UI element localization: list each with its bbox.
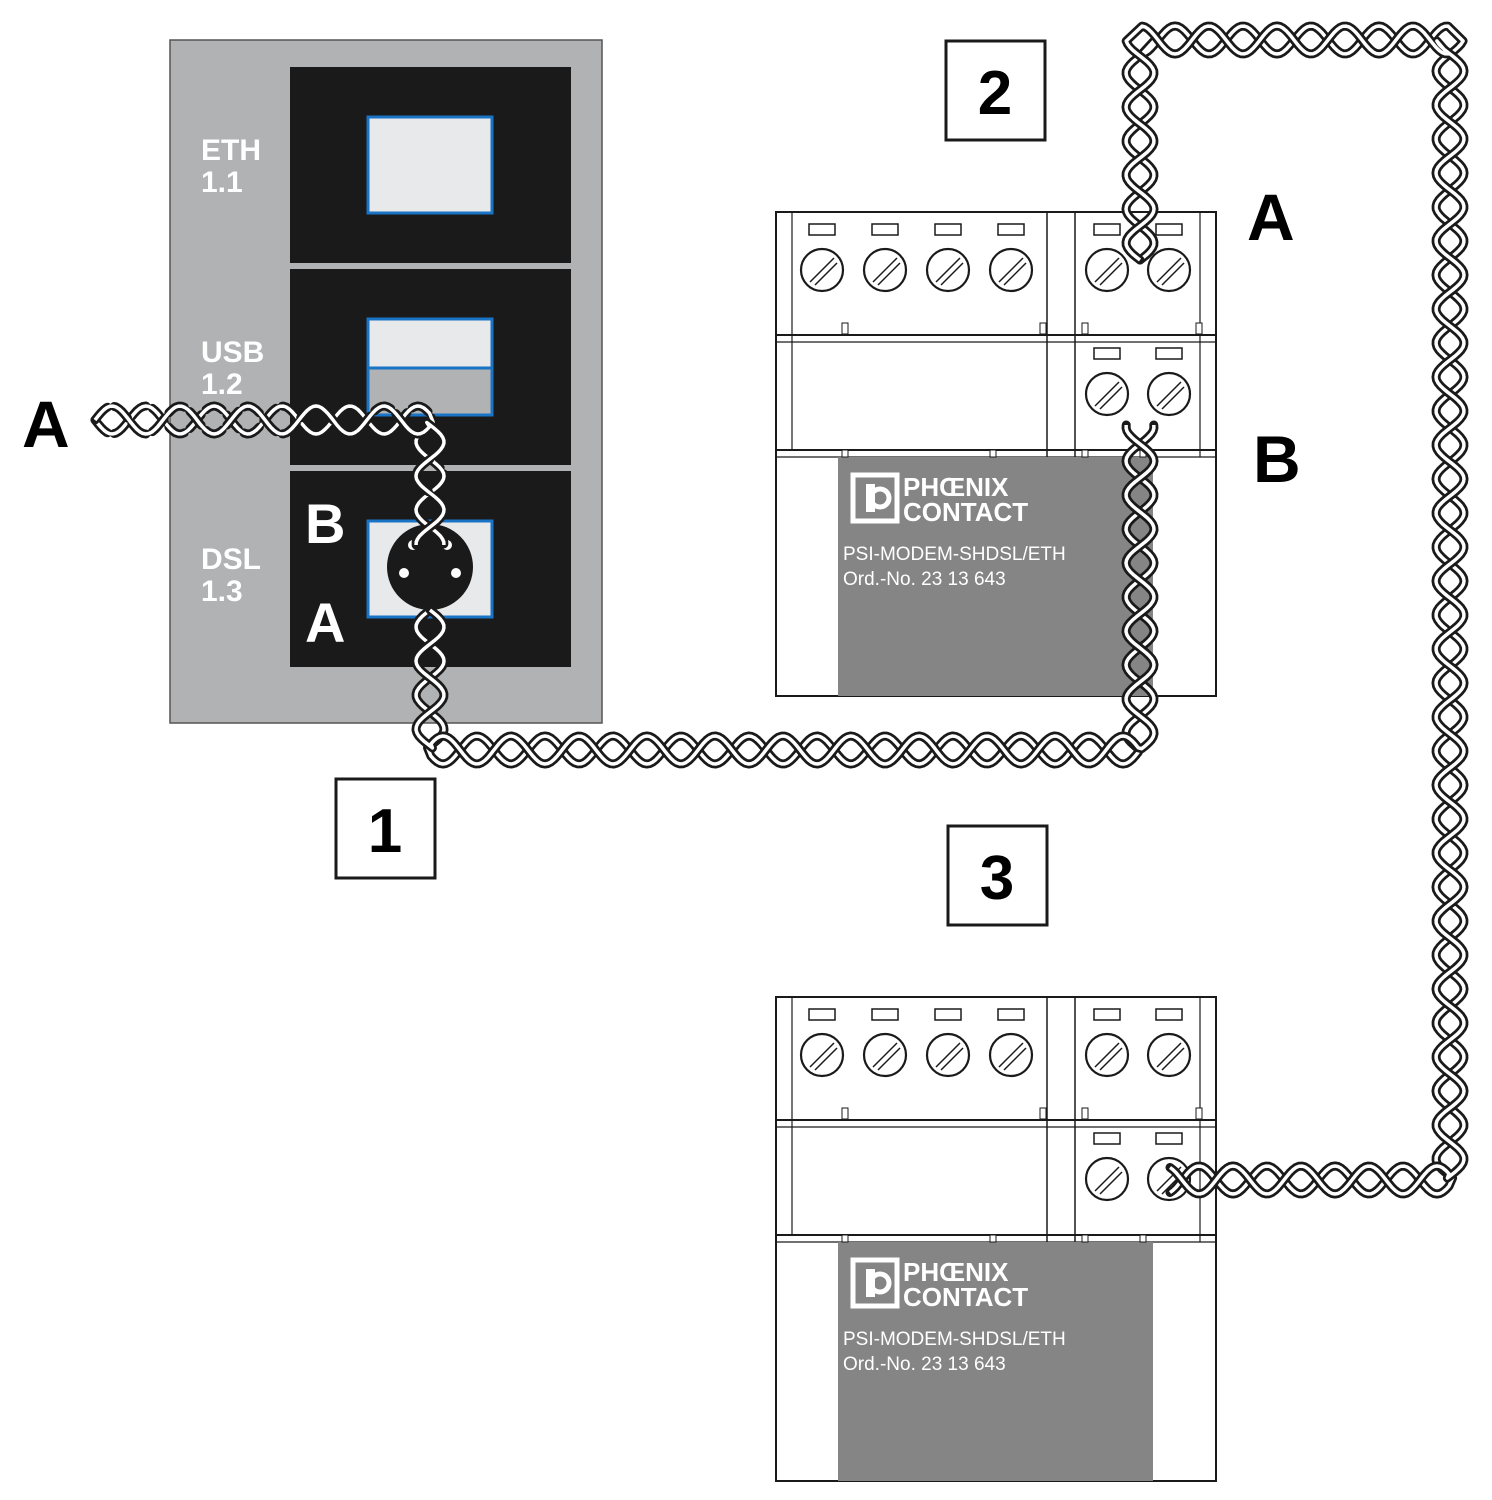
eth-label-line1: ETH	[201, 134, 261, 167]
modem-bottom-product: PSI-MODEM-SHDSL/ETH	[843, 1329, 1066, 1350]
led-window	[997, 223, 1025, 236]
modem-top-terminals	[799, 223, 1203, 458]
led-window	[808, 223, 836, 236]
led-window	[1093, 1008, 1121, 1021]
wire-label-a: A	[22, 387, 70, 461]
led-window	[934, 223, 962, 236]
dsl-label-line2: 1.3	[201, 575, 243, 608]
cable-modem-top-to-modem-bottom	[1121, 21, 1469, 1199]
dsl-pin-b-label: B	[305, 492, 345, 555]
led-window	[808, 1008, 836, 1021]
callout-1: 1	[334, 777, 437, 880]
modem-bottom-order-no: Ord.-No. 23 13 643	[843, 1354, 1006, 1375]
brand-line1: PHŒNIX	[903, 1257, 1009, 1287]
dsl-pin-a-label: A	[305, 591, 345, 654]
modem-top-label-a: A	[1247, 180, 1295, 254]
led-window	[1093, 347, 1121, 360]
led-window	[1155, 1008, 1183, 1021]
led-window	[1093, 223, 1121, 236]
controller-device: ETH 1.1 USB 1.2 DSL 1.3 B A	[169, 39, 603, 724]
eth-port	[366, 115, 494, 215]
brand-line2: CONTACT	[903, 1282, 1028, 1312]
modem-top-label-b: B	[1253, 422, 1301, 496]
brand-line2: CONTACT	[903, 497, 1028, 527]
phoenix-contact-logo: PHŒNIX CONTACT	[850, 472, 1028, 527]
led-window	[871, 223, 899, 236]
modem-top-order-no: Ord.-No. 23 13 643	[843, 569, 1006, 590]
dsl-connector	[387, 524, 473, 610]
led-window	[871, 1008, 899, 1021]
phoenix-contact-logo: PHŒNIX CONTACT	[850, 1257, 1028, 1312]
callout-2: 2	[944, 39, 1047, 142]
led-window	[997, 1008, 1025, 1021]
callout-1-number: 1	[368, 797, 402, 866]
modem-top-product: PSI-MODEM-SHDSL/ETH	[843, 544, 1066, 565]
usb-label-line1: USB	[201, 336, 264, 369]
cable-incoming-a	[90, 401, 449, 550]
dsl-label-line1: DSL	[201, 543, 261, 576]
usb-label-line2: 1.2	[201, 368, 243, 401]
led-window	[1155, 1132, 1183, 1145]
callout-3: 3	[946, 824, 1049, 927]
eth-label-line2: 1.1	[201, 166, 243, 199]
brand-line1: PHŒNIX	[903, 472, 1009, 502]
cable-dsl-to-modem-top	[411, 420, 1159, 769]
led-window	[1155, 223, 1183, 236]
led-window	[934, 1008, 962, 1021]
callout-2-number: 2	[978, 59, 1012, 128]
twisted-pair-cables	[90, 21, 1469, 1199]
led-window	[1155, 347, 1183, 360]
led-window	[1093, 1132, 1121, 1145]
modem-top: PHŒNIX CONTACT PSI-MODEM-SHDSL/ETH Ord.-…	[775, 211, 1217, 697]
callout-3-number: 3	[980, 844, 1014, 913]
modem-bottom: PHŒNIX CONTACT PSI-MODEM-SHDSL/ETH Ord.-…	[775, 996, 1217, 1482]
